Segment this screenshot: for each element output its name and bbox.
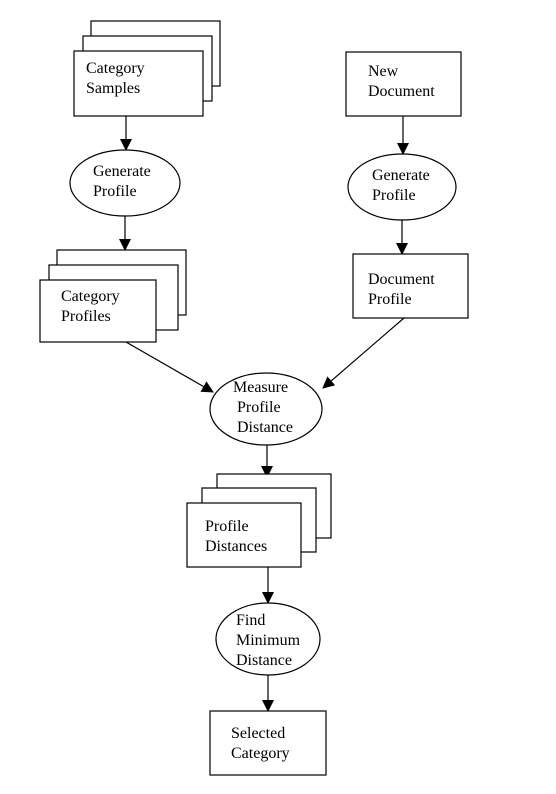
new-document-node: New Document — [345, 51, 462, 117]
find-minimum-label-line-1: Find — [236, 612, 265, 629]
new-document-label-line-2: Document — [368, 83, 435, 100]
arrow-category-profiles-to-measure — [125, 341, 214, 393]
generate-profile-right-node: Generate Profile — [347, 153, 457, 221]
profile-distances-node: Profile Distances — [186, 473, 332, 568]
generate-profile-left-label-line-2: Profile — [93, 183, 137, 200]
category-profiles-label-line-1: Category — [61, 288, 120, 305]
category-samples-label-line-2: Samples — [86, 80, 140, 97]
document-profile-node: Document Profile — [352, 253, 469, 319]
arrow-document-profile-to-measure — [322, 317, 405, 389]
find-minimum-label-line-2: Minimum — [236, 632, 301, 649]
measure-label-line-2: Profile — [237, 399, 281, 416]
generate-profile-left-label-line-1: Generate — [93, 163, 151, 180]
selected-category-label-line-1: Selected — [231, 725, 285, 742]
category-samples-node: Category Samples — [73, 20, 221, 117]
new-document-label-line-1: New — [368, 63, 399, 80]
measure-label-line-3: Distance — [237, 419, 293, 436]
category-profiles-node: Category Profiles — [39, 249, 187, 343]
profile-distances-label-line-1: Profile — [205, 518, 249, 535]
document-profile-label-line-2: Profile — [368, 291, 412, 308]
category-profiles-label-line-2: Profiles — [61, 308, 111, 325]
find-minimum-label-line-3: Distance — [236, 652, 292, 669]
profile-distances-label-line-2: Distances — [205, 538, 267, 555]
generate-profile-left-node: Generate Profile — [69, 149, 181, 217]
measure-label-line-1: Measure — [233, 379, 288, 396]
document-profile-label-line-1: Document — [368, 271, 435, 288]
generate-profile-right-label-line-2: Profile — [372, 187, 416, 204]
generate-profile-right-label-line-1: Generate — [372, 167, 430, 184]
find-minimum-distance-node: Find Minimum Distance — [215, 602, 321, 676]
selected-category-label-line-2: Category — [231, 745, 290, 762]
measure-profile-distance-node: Measure Profile Distance — [209, 372, 323, 446]
category-samples-label-line-1: Category — [86, 60, 145, 77]
selected-category-node: Selected Category — [209, 710, 327, 776]
